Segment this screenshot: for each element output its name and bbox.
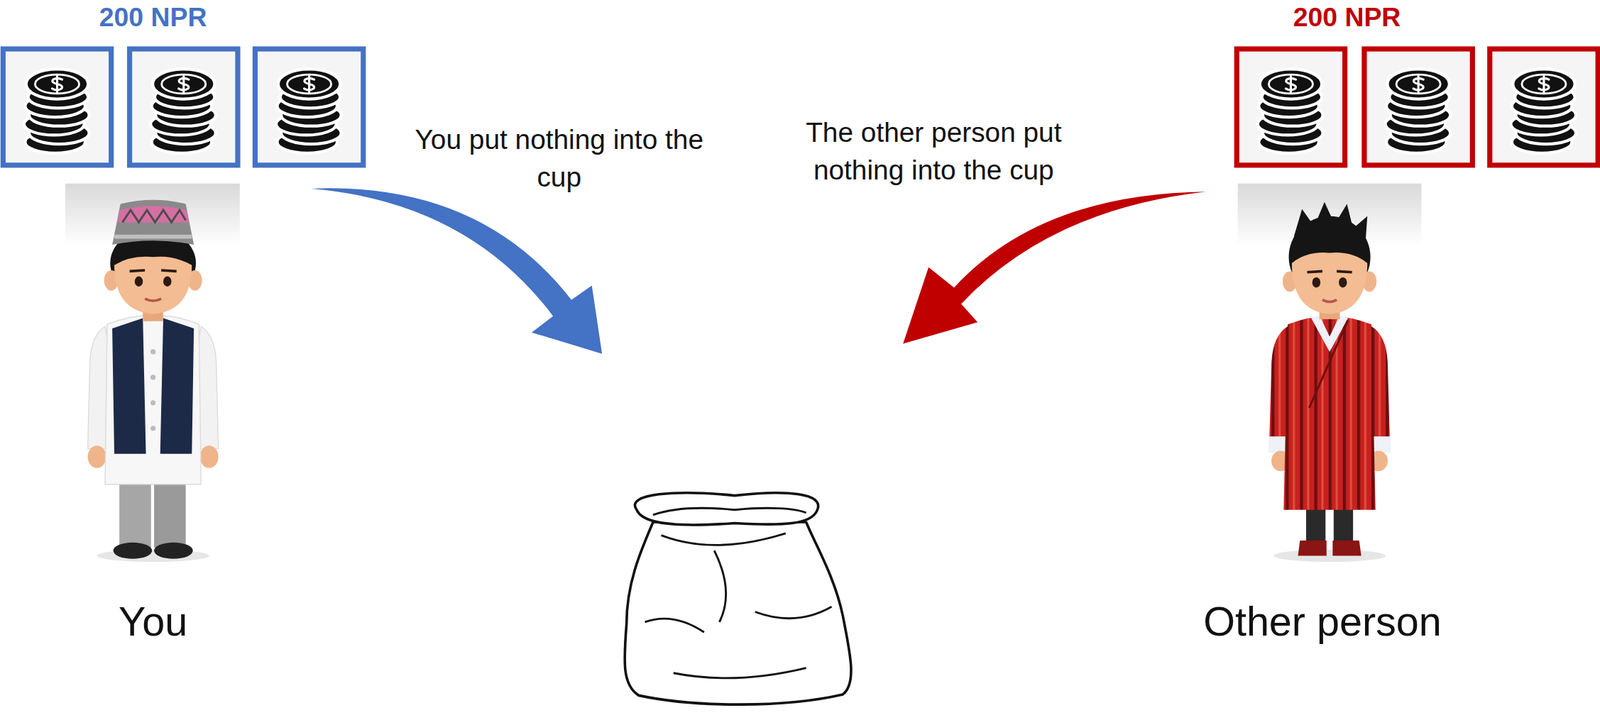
action-text: You put nothing into the cup xyxy=(406,121,712,198)
person-other-part xyxy=(1322,300,1337,303)
person-other-part xyxy=(1312,277,1322,288)
red-arrow xyxy=(902,191,1207,344)
person-other-part xyxy=(1237,183,1422,572)
money-boxes-other xyxy=(1236,48,1598,166)
person-other-part xyxy=(1273,550,1386,563)
person-other-part xyxy=(1291,252,1368,315)
money-boxes-you-part xyxy=(129,48,238,166)
person-you-part xyxy=(150,374,156,380)
person-you-part xyxy=(114,234,192,240)
amount-label: 200 NPR xyxy=(1234,0,1459,37)
person-you xyxy=(65,183,240,572)
empty-sack xyxy=(624,493,852,705)
person-you-part xyxy=(150,400,156,406)
empty-sack-part xyxy=(755,606,832,619)
money-boxes-you-part xyxy=(254,48,363,166)
person-you-part xyxy=(154,543,194,560)
person-label: Other person xyxy=(1159,594,1486,651)
money-boxes-you xyxy=(2,48,363,166)
person-other-part xyxy=(1332,540,1361,557)
person-you-part xyxy=(113,543,153,560)
empty-sack-part xyxy=(653,508,807,516)
person-you-part xyxy=(112,318,146,455)
empty-sack-part xyxy=(661,533,786,546)
person-you-part xyxy=(88,445,107,469)
person-you-part xyxy=(150,349,156,355)
person-you-part xyxy=(134,276,144,287)
person-you-part xyxy=(122,210,186,223)
money-boxes-other-part xyxy=(1236,48,1345,166)
person-other-part xyxy=(1306,505,1326,547)
money-boxes-you-part xyxy=(276,68,342,154)
money-boxes-you-part xyxy=(2,48,111,166)
empty-sack-part xyxy=(624,522,852,705)
person-label: You xyxy=(51,594,256,651)
person-you-part xyxy=(144,298,162,301)
person-other-part xyxy=(1338,277,1348,288)
money-boxes-other-part xyxy=(1257,68,1324,154)
person-you-part xyxy=(117,205,189,223)
person-other-part xyxy=(1333,505,1353,547)
empty-sack-part xyxy=(634,493,818,526)
money-boxes-other-part xyxy=(1364,48,1473,166)
blue-arrow xyxy=(310,188,602,354)
empty-sack-part xyxy=(673,668,807,679)
money-boxes-you-part xyxy=(150,68,216,154)
person-you-part xyxy=(163,276,172,287)
person-you-part xyxy=(114,256,192,315)
person-you-part xyxy=(150,425,156,431)
money-boxes-other-part xyxy=(1510,68,1576,154)
person-you-part xyxy=(65,183,240,572)
person-you-part xyxy=(112,200,194,245)
person-other-part xyxy=(1308,320,1349,409)
person-you-part xyxy=(105,315,201,485)
person-other-part xyxy=(1294,202,1368,245)
person-you-part xyxy=(129,270,177,272)
amount-label: 200 NPR xyxy=(41,0,266,37)
person-other xyxy=(1237,183,1422,572)
empty-sack-part xyxy=(645,618,705,633)
person-you-part xyxy=(200,445,219,469)
money-boxes-you-part xyxy=(24,68,90,154)
money-boxes-other-part xyxy=(1385,68,1451,154)
person-you-part xyxy=(160,318,194,455)
person-other-part xyxy=(1306,271,1352,272)
money-boxes-other-part xyxy=(1489,48,1598,166)
person-other-part xyxy=(1298,540,1327,557)
empty-sack-part xyxy=(714,550,726,623)
action-text: The other person put nothing into the cu… xyxy=(770,114,1097,191)
